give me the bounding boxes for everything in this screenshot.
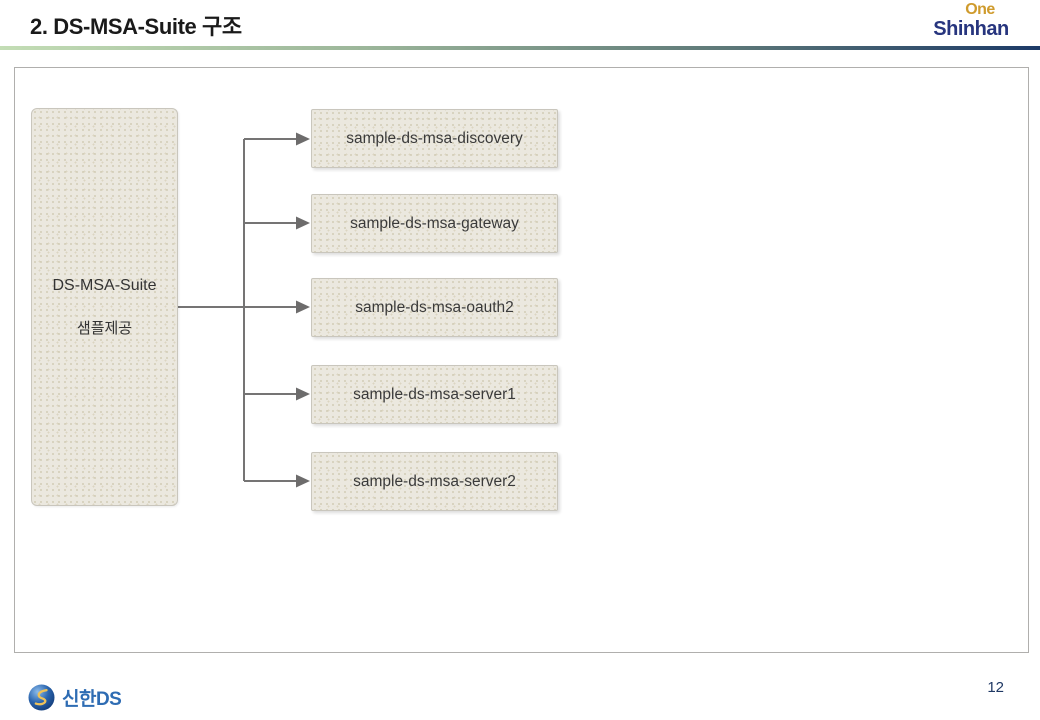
slide-title: 2. DS-MSA-Suite 구조 bbox=[30, 14, 242, 39]
source-node-title: DS-MSA-Suite bbox=[52, 276, 157, 294]
diagram-node-gateway: sample-ds-msa-gateway bbox=[311, 194, 558, 253]
diagram-node-discovery: sample-ds-msa-discovery bbox=[311, 109, 558, 168]
page-number: 12 bbox=[987, 679, 1004, 696]
node-label: sample-ds-msa-oauth2 bbox=[355, 298, 514, 316]
one-shinhan-logo-line2: Shinhan bbox=[933, 18, 1009, 40]
node-label: sample-ds-msa-server1 bbox=[353, 385, 516, 403]
diagram-node-server2: sample-ds-msa-server2 bbox=[311, 452, 558, 511]
diagram-node-oauth2: sample-ds-msa-oauth2 bbox=[311, 278, 558, 337]
node-label: sample-ds-msa-gateway bbox=[350, 214, 519, 232]
node-label: sample-ds-msa-discovery bbox=[346, 129, 523, 147]
diagram-node-server1: sample-ds-msa-server1 bbox=[311, 365, 558, 424]
shinhan-ds-logo-text: 신한DS bbox=[62, 689, 122, 710]
node-label: sample-ds-msa-server2 bbox=[353, 472, 516, 490]
shinhan-ds-logo: 신한DS bbox=[28, 684, 122, 711]
source-node-subtitle: 샘플제공 bbox=[76, 319, 133, 337]
title-divider-gradient bbox=[0, 46, 1040, 50]
shinhan-globe-icon bbox=[28, 684, 55, 711]
one-shinhan-logo: One Shinhan bbox=[928, 1, 1014, 40]
one-shinhan-logo-line1: One bbox=[965, 1, 995, 18]
diagram-node-source: DS-MSA-Suite 샘플제공 bbox=[31, 108, 178, 506]
